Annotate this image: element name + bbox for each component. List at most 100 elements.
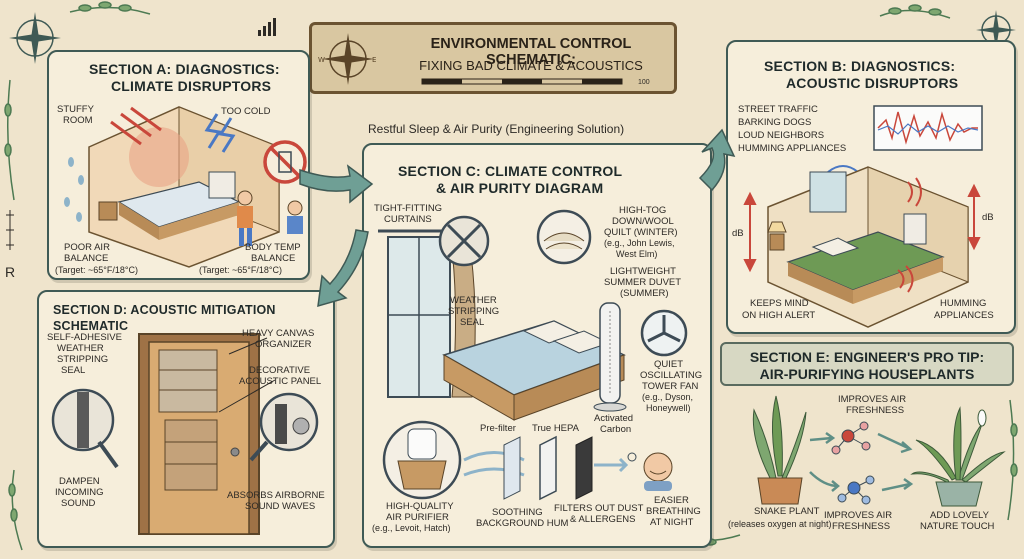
improves-air-label: FRESHNESS (846, 405, 905, 416)
humming-appliances-label: APPLIANCES (934, 310, 994, 321)
canvas-organizer-label: ORGANIZER (255, 339, 312, 350)
quilt-label: QUILT (WINTER) (604, 227, 678, 238)
section-d-panel: SECTION D: ACOUSTIC MITIGATION SCHEMATIC (37, 290, 335, 548)
nature-touch-label: ADD LOVELY (930, 510, 989, 521)
page-title: ENVIRONMENTAL CONTROL SCHEMATIC: (430, 36, 632, 68)
easier-breathing-label: EASIER (654, 495, 689, 506)
svg-text:W: W (318, 56, 325, 64)
svg-text:E: E (372, 56, 376, 64)
curtains-label: TIGHT-FITTING (374, 203, 443, 214)
tower-fan-label: OSCILLATING (640, 370, 703, 381)
snake-plant-note: (releases oxygen at night) (728, 519, 832, 529)
canvas-organizer-label: HEAVY CANVAS (242, 328, 315, 339)
acoustic-panel-label: ACOUSTIC PANEL (239, 376, 322, 387)
sound-waveform-icon (873, 105, 983, 151)
bar-chart-icon (258, 18, 276, 36)
magnifier-fan-icon (640, 309, 688, 357)
magnifier-door-knob-icon (249, 392, 319, 462)
compass-rose-icon (976, 10, 1016, 50)
noise-source-label: BARKING DOGS (738, 117, 812, 128)
bedroom-illustration (64, 106, 307, 268)
scale-bar (421, 78, 623, 85)
radiator-icon (903, 213, 927, 245)
air-purifier-label: AIR PURIFIER (386, 512, 449, 523)
filters-dust-label: FILTERS OUT DUST (554, 503, 644, 514)
tower-fan-icon (593, 302, 627, 412)
door-illustration (51, 333, 319, 535)
air-purifier-brands: (e.g., Levoit, Hatch) (372, 523, 451, 533)
acoustic-bedroom-illustration (743, 105, 983, 328)
dampen-sound-label: INCOMING (55, 487, 104, 498)
compass-rose-icon: E W (318, 33, 376, 85)
body-temp-label: BALANCE (251, 253, 296, 264)
canvas-organizer-icon (158, 349, 218, 413)
peace-lily-icon (910, 406, 1006, 507)
body-temp-target: (Target: ~65°F/18°C) (199, 265, 282, 275)
quilt-brands: West Elm) (616, 249, 658, 259)
dampen-sound-label: SOUND (61, 498, 96, 509)
bed-icon (786, 231, 945, 304)
magnifier-quilt-icon (536, 209, 592, 265)
bed-icon (442, 320, 626, 421)
soothing-hum-label: BACKGROUND HUM (476, 518, 569, 529)
weatherstrip-seal-label: STRIPPING (57, 354, 109, 365)
decibel-label: dB (982, 212, 994, 223)
radiator-icon (208, 171, 236, 199)
weather-seal-label: WEATHER (450, 295, 497, 306)
tower-fan-label: QUIET (654, 359, 684, 370)
quilt-label: DOWN/WOOL (612, 216, 674, 227)
carbon-filter-icon (575, 436, 593, 500)
high-alert-label: KEEPS MIND (750, 298, 809, 309)
section-b-subtitle: ACOUSTIC DISRUPTORS (786, 75, 959, 91)
door-knob-icon (230, 447, 240, 457)
poor-air-label: POOR AIR (64, 242, 110, 253)
high-alert-label: ON HIGH ALERT (742, 310, 816, 321)
section-b-panel: SECTION B: DIAGNOSTICS: ACOUSTIC DISRUPT… (726, 40, 1016, 334)
noise-source-label: LOUD NEIGHBORS (738, 130, 825, 141)
prefilter-label: Pre-filter (480, 423, 516, 434)
section-e-banner: SECTION E: ENGINEER'S PRO TIP: AIR-PURIF… (720, 342, 1014, 386)
section-b-title: SECTION B: DIAGNOSTICS: (764, 58, 956, 74)
dampen-sound-label: DAMPEN (59, 476, 100, 487)
acoustic-panel-label: DECORATIVE (249, 365, 311, 376)
magnifier-window-seal-icon (438, 215, 490, 267)
section-e-title: SECTION E: ENGINEER'S PRO TIP: (749, 349, 985, 365)
easier-breathing-label: BREATHING (646, 506, 701, 517)
lamp-icon (767, 221, 787, 251)
decibel-label: dB (732, 228, 744, 239)
easier-breathing-label: AT NIGHT (650, 517, 694, 528)
stuffy-room-label: ROOM (63, 115, 93, 126)
flow-arrows-icon (809, 431, 914, 492)
weatherstrip-seal-label: SEAL (61, 365, 86, 376)
section-d-title: SECTION D: ACOUSTIC MITIGATION SCHEMATIC (53, 303, 276, 333)
carbon-filter-label: Carbon (600, 424, 632, 435)
page-subtitle: FIXING BAD CLIMATE & ACOUSTICS (419, 58, 643, 73)
ruler-icon (6, 210, 14, 250)
noise-source-label: HUMMING APPLIANCES (738, 143, 847, 154)
prefilter-icon (503, 436, 521, 500)
stuffy-room-label: STUFFY (57, 104, 94, 115)
noise-source-label: STREET TRAFFIC (738, 104, 818, 115)
body-temp-label: BODY TEMP (245, 242, 301, 253)
decibel-arrow-icon (743, 183, 981, 273)
sound-wave-icon (897, 177, 922, 293)
weather-seal-label: SEAL (460, 317, 485, 328)
person-thermometer-icon (287, 200, 303, 234)
happy-person-icon (627, 452, 673, 491)
humidity-droplets-icon (64, 157, 84, 222)
magnifier-weatherstrip-icon (51, 388, 119, 469)
heat-arrows-icon (110, 106, 162, 146)
acoustic-panel-icon (164, 419, 218, 491)
duvet-label: SUMMER DUVET (604, 277, 682, 288)
improves-air-label: IMPROVES AIR (838, 394, 907, 405)
tower-fan-brands: Honeywell) (646, 403, 691, 413)
improves-air-label: IMPROVES AIR (824, 510, 893, 521)
molecule-icon (837, 475, 875, 505)
magnifier-air-purifier-icon (382, 420, 462, 500)
poor-air-target: (Target: ~65°F/18°C) (55, 265, 138, 275)
section-a-panel: SECTION A: DIAGNOSTICS: CLIMATE DISRUPTO… (47, 50, 310, 280)
too-cold-label: TOO COLD (221, 106, 271, 117)
section-c-title: SECTION C: CLIMATE CONTROL (398, 163, 623, 179)
snake-plant-label: SNAKE PLANT (754, 506, 820, 517)
section-c-panel: SECTION C: CLIMATE CONTROL & AIR PURITY … (362, 143, 712, 548)
